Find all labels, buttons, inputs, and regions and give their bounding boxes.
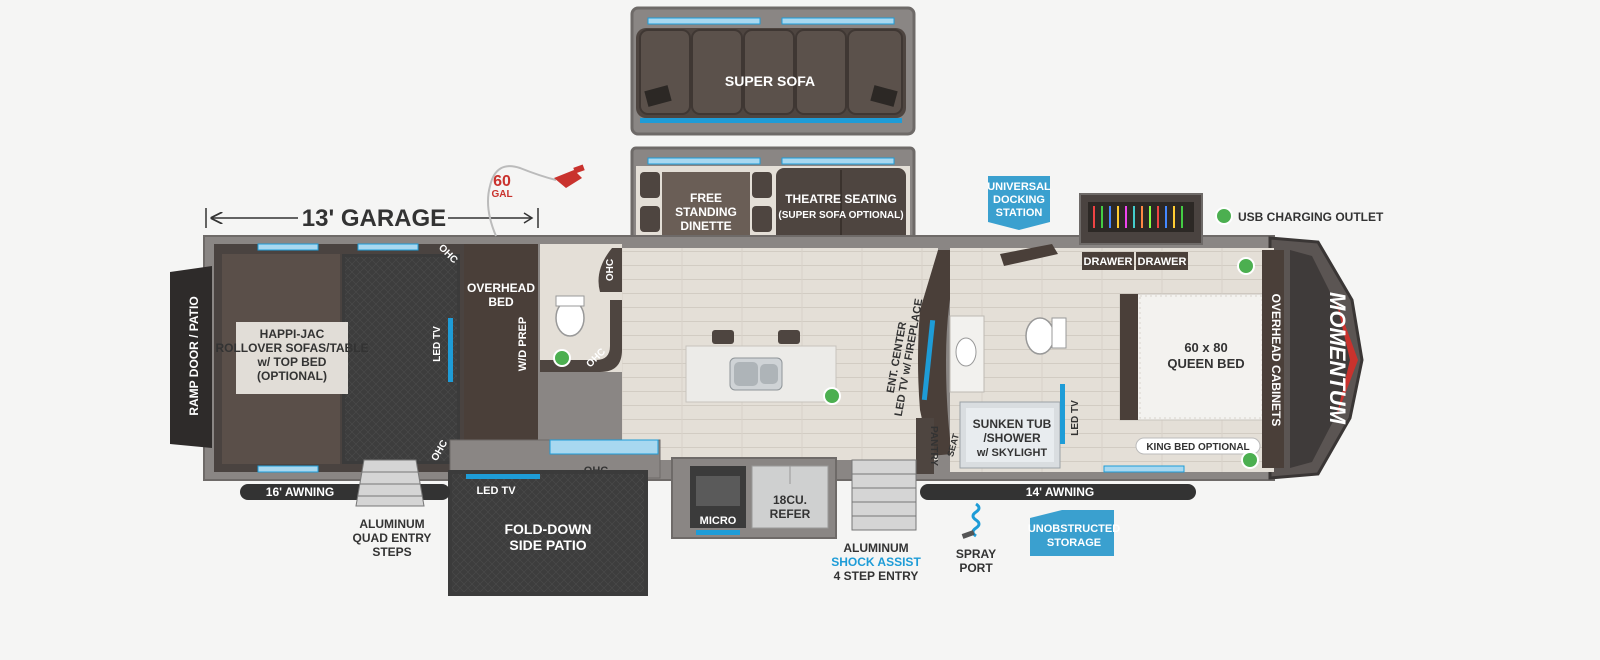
sofas-label-1: HAPPI-JAC bbox=[260, 327, 325, 341]
garage-title: 13' GARAGE bbox=[302, 205, 446, 232]
garage-dimension: 13' GARAGE bbox=[205, 205, 539, 232]
shock-assist-steps: ALUMINUM SHOCK ASSIST 4 STEP ENTRY bbox=[831, 459, 921, 583]
storage-callout: UNOBSTRUCTED STORAGE bbox=[1028, 510, 1120, 556]
refer-label-1: 18CU. bbox=[773, 493, 807, 507]
ramp-door-label: RAMP DOOR / PATIO bbox=[187, 296, 201, 415]
shock-label-1: ALUMINUM bbox=[843, 541, 908, 555]
fuel-amount: 60 bbox=[493, 173, 511, 190]
garage-tv-label: LED TV bbox=[432, 326, 443, 362]
awning-left-label: 16' AWNING bbox=[266, 485, 334, 499]
master-bath: SUNKEN TUB /SHOWER w/ SKYLIGHT SEAT LED … bbox=[945, 244, 1084, 472]
overhead-bed-label-2: BED bbox=[488, 295, 514, 309]
usb-legend: USB CHARGING OUTLET bbox=[1215, 207, 1384, 225]
fold-down-patio: OHC LED TV FOLD-DOWN SIDE PATIO bbox=[448, 439, 661, 596]
quad-steps-label-3: STEPS bbox=[372, 545, 411, 559]
dinette-label-3: DINETTE bbox=[680, 219, 731, 233]
bedroom: 60 x 80 QUEEN BED KING BED OPTIONAL OVER… bbox=[1079, 193, 1284, 473]
brand-logo: MOMENTUM bbox=[1325, 292, 1350, 425]
half-bath: OHC OHC bbox=[540, 244, 622, 372]
bed-tv-label: LED TV bbox=[1070, 400, 1081, 436]
queen-label-1: 60 x 80 bbox=[1184, 340, 1227, 355]
super-sofa-label: SUPER SOFA bbox=[725, 73, 815, 89]
storage-label-1: UNOBSTRUCTED bbox=[1028, 523, 1120, 535]
sofas-label-2: ROLLOVER SOFAS/TABLE bbox=[215, 341, 368, 355]
spray-label-2: PORT bbox=[959, 561, 993, 575]
tub-label-3: w/ SKYLIGHT bbox=[976, 447, 1048, 459]
living-slideout: FREE STANDING DINETTE THEATRE SEATING (S… bbox=[630, 146, 916, 262]
docking-label-1: UNIVERSAL bbox=[987, 181, 1051, 193]
pantry-label: PANTRY bbox=[928, 426, 939, 466]
micro-label: MICRO bbox=[700, 515, 737, 527]
drawer-label-1: DRAWER bbox=[1084, 256, 1133, 268]
queen-label-2: QUEEN BED bbox=[1167, 356, 1244, 371]
usb-legend-label: USB CHARGING OUTLET bbox=[1238, 210, 1384, 224]
garage-area: HAPPI-JAC ROLLOVER SOFAS/TABLE w/ TOP BE… bbox=[214, 242, 538, 473]
theatre-label: THEATRE SEATING bbox=[785, 192, 897, 206]
docking-label-2: DOCKING bbox=[993, 194, 1045, 206]
overhead-bed-label-1: OVERHEAD bbox=[467, 281, 535, 295]
sofas-label-3: w/ TOP BED bbox=[257, 355, 327, 369]
quad-entry-steps: ALUMINUM QUAD ENTRY STEPS bbox=[353, 459, 432, 559]
usb-outlet-dot bbox=[1237, 257, 1255, 275]
patio-label-1: FOLD-DOWN bbox=[504, 521, 591, 537]
shock-label-2: SHOCK ASSIST bbox=[831, 555, 921, 569]
sofas-label-4: (OPTIONAL) bbox=[257, 369, 327, 383]
fuel-unit: GAL bbox=[491, 189, 512, 200]
refer-label-2: REFER bbox=[770, 507, 811, 521]
ohc-label-4: OHC bbox=[605, 259, 616, 281]
quad-steps-label-1: ALUMINUM bbox=[359, 517, 424, 531]
spray-label-1: SPRAY bbox=[956, 547, 996, 561]
wd-prep-label: W/D PREP bbox=[517, 317, 529, 371]
dinette-label-2: STANDING bbox=[675, 205, 737, 219]
spray-port: SPRAY PORT bbox=[956, 502, 996, 575]
usb-outlet-dot bbox=[823, 387, 841, 405]
patio-tv-label: LED TV bbox=[476, 485, 516, 497]
tub-label-1: SUNKEN TUB bbox=[973, 417, 1052, 431]
super-sofa-slideout: SUPER SOFA bbox=[630, 6, 916, 136]
king-optional-label: KING BED OPTIONAL bbox=[1146, 442, 1249, 453]
kitchen-slideout: MICRO 18CU. REFER bbox=[671, 457, 837, 539]
usb-outlet-dot bbox=[553, 349, 571, 367]
awning-right-label: 14' AWNING bbox=[1026, 485, 1094, 499]
tub-label-2: /SHOWER bbox=[983, 431, 1041, 445]
fuel-station: 60 GAL bbox=[487, 164, 585, 237]
docking-label-3: STATION bbox=[996, 207, 1043, 219]
theatre-sub-label: (SUPER SOFA OPTIONAL) bbox=[778, 210, 903, 221]
drawer-label-2: DRAWER bbox=[1138, 256, 1187, 268]
patio-label-2: SIDE PATIO bbox=[509, 537, 586, 553]
dinette-label-1: FREE bbox=[690, 191, 722, 205]
overhead-cabinets-label: OVERHEAD CABINETS bbox=[1269, 294, 1283, 427]
shock-label-3: 4 STEP ENTRY bbox=[834, 569, 919, 583]
usb-outlets bbox=[553, 257, 1259, 469]
living-area: ENT. CENTER LED TV w/ FIREPLACE PANTRY bbox=[622, 248, 960, 474]
docking-station-callout: UNIVERSAL DOCKING STATION bbox=[987, 176, 1051, 230]
quad-steps-label-2: QUAD ENTRY bbox=[353, 531, 432, 545]
usb-outlet-dot bbox=[1241, 451, 1259, 469]
storage-label-2: STORAGE bbox=[1047, 537, 1101, 549]
